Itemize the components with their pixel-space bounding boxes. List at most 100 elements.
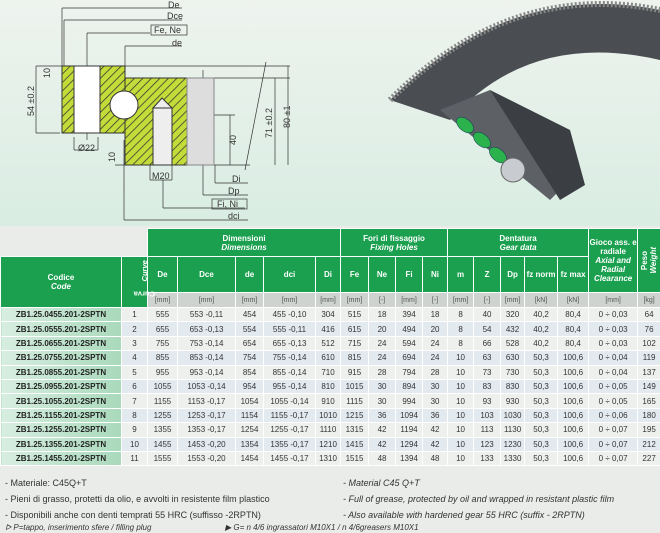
unit-cell: [mm]: [501, 293, 525, 308]
table-cell: 555: [148, 308, 178, 322]
table-cell: 854: [236, 365, 264, 379]
table-cell: 100,6: [558, 351, 589, 365]
table-cell: 0 ÷ 0,03: [589, 308, 638, 322]
unit-cell: [mm]: [341, 293, 369, 308]
table-cell: 0 ÷ 0,03: [589, 336, 638, 350]
note-it-1: - Materiale: C45Q+T: [0, 475, 343, 491]
table-cell: 755: [148, 336, 178, 350]
table-cell: 930: [501, 394, 525, 408]
table-cell: 0 ÷ 0,06: [589, 408, 638, 422]
table-cell: 1055 -0,14: [264, 394, 316, 408]
product-code: ZB1.25.0855.201-2SPTN: [1, 365, 122, 379]
table-cell: 40,2: [525, 322, 558, 336]
table-cell: 1355: [148, 423, 178, 437]
table-cell: 0 ÷ 0,04: [589, 365, 638, 379]
table-cell: 5: [122, 365, 148, 379]
weight-label-it: Peso: [640, 251, 649, 270]
table-cell: 1330: [501, 451, 525, 465]
table-cell: 730: [501, 365, 525, 379]
table-cell: 227: [638, 451, 660, 465]
product-code: ZB1.25.0555.201-2SPTN: [1, 322, 122, 336]
table-cell: 528: [501, 336, 525, 350]
table-cell: 455 -0,10: [264, 308, 316, 322]
table-cell: 30: [423, 379, 448, 393]
product-code: ZB1.25.1255.201-2SPTN: [1, 423, 122, 437]
table-cell: 755 -0,14: [264, 351, 316, 365]
product-code: ZB1.25.1455.201-2SPTN: [1, 451, 122, 465]
unit-cell: [mm]: [178, 293, 236, 308]
note-en-3: - Also available with hardened gear 55 H…: [343, 507, 585, 523]
table-cell: 0 ÷ 0,03: [589, 322, 638, 336]
table-cell: 1315: [341, 423, 369, 437]
table-cell: 1130: [501, 423, 525, 437]
table-cell: 80,4: [558, 308, 589, 322]
table-cell: 100,6: [558, 423, 589, 437]
table-cell: 615: [341, 322, 369, 336]
table-cell: 100,6: [558, 451, 589, 465]
table-cell: 6: [122, 379, 148, 393]
table-cell: 50,3: [525, 423, 558, 437]
table-cell: 50,3: [525, 437, 558, 451]
table-cell: 653 -0,13: [178, 322, 236, 336]
table-cell: 10: [122, 437, 148, 451]
note-greaser: ▶ G= n 4/6 ingrassatori M10X1 / n 4/6gre…: [225, 523, 419, 533]
table-cell: 394: [396, 308, 423, 322]
table-cell: 630: [501, 351, 525, 365]
table-cell: 113: [474, 423, 501, 437]
unit-cell: [-]: [369, 293, 396, 308]
table-cell: 20: [423, 322, 448, 336]
table-cell: 1454: [236, 451, 264, 465]
header-de: de: [236, 257, 264, 293]
product-illustration: De Dce Fe, Ne de 10 54 ±0.2 Ø22 10 M20 4…: [0, 0, 660, 226]
table-cell: 694: [396, 351, 423, 365]
table-cell: 0 ÷ 0,05: [589, 394, 638, 408]
table-cell: 1353 -0,17: [178, 423, 236, 437]
table-cell: 753 -0,14: [178, 336, 236, 350]
table-cell: 1030: [501, 408, 525, 422]
table-cell: 80,4: [558, 336, 589, 350]
label-M20: M20: [152, 171, 170, 181]
label-Di: Di: [232, 174, 241, 184]
table-cell: 93: [474, 394, 501, 408]
label-Fi-Ni: Fi, Ni: [217, 199, 238, 209]
table-cell: 454: [236, 308, 264, 322]
table-cell: 3: [122, 336, 148, 350]
table-cell: 165: [638, 394, 660, 408]
table-cell: 24: [423, 336, 448, 350]
table-cell: 1415: [341, 437, 369, 451]
header-de: De: [148, 257, 178, 293]
table-cell: 24: [423, 351, 448, 365]
slewing-ring-render: [370, 0, 660, 226]
table-cell: 304: [316, 308, 341, 322]
label-54: 54 ±0.2: [26, 86, 36, 116]
table-cell: 910: [316, 394, 341, 408]
table-cell: 555 -0,11: [264, 322, 316, 336]
table-cell: 10: [448, 351, 474, 365]
table-cell: 54: [474, 322, 501, 336]
unit-cell: [kg]: [638, 293, 660, 308]
header-dce: Dce: [178, 257, 236, 293]
table-cell: 18: [369, 308, 396, 322]
table-cell: 0 ÷ 0,07: [589, 437, 638, 451]
table-cell: 715: [341, 336, 369, 350]
table-cell: 10: [448, 437, 474, 451]
header-m: m: [448, 257, 474, 293]
product-code: ZB1.25.1355.201-2SPTN: [1, 437, 122, 451]
table-cell: 24: [369, 336, 396, 350]
table-cell: 100,6: [558, 379, 589, 393]
table-cell: 1054: [236, 394, 264, 408]
table-cell: 50,3: [525, 365, 558, 379]
table-cell: 1115: [341, 394, 369, 408]
table-cell: 855 -0,14: [264, 365, 316, 379]
table-cell: 10: [448, 394, 474, 408]
table-cell: 40,2: [525, 308, 558, 322]
table-cell: 48: [423, 451, 448, 465]
table-cell: 1253 -0,17: [178, 408, 236, 422]
